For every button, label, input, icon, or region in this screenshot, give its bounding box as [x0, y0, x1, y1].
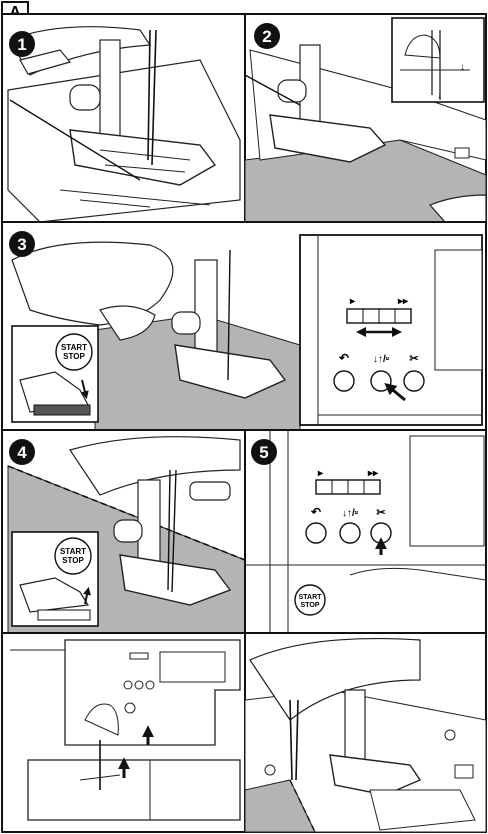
panel-step-1: 1 [2, 14, 245, 222]
svg-text:STOP: STOP [62, 556, 84, 565]
svg-text:▸▸: ▸▸ [367, 468, 379, 479]
needle-up-down-button [371, 371, 391, 391]
panel-step-4: START STOP 4 [2, 430, 245, 633]
svg-text:↓↑/⸚: ↓↑/⸚ [342, 508, 359, 519]
svg-text:START: START [299, 594, 323, 601]
svg-text:✂: ✂ [409, 353, 418, 365]
svg-text:▸: ▸ [349, 296, 356, 307]
svg-text:2: 2 [262, 27, 271, 46]
needle-up-down-button-2 [340, 523, 360, 543]
thread-cutter-button [404, 371, 424, 391]
svg-text:START: START [61, 343, 87, 352]
svg-text:↶: ↶ [310, 505, 321, 519]
svg-text:▸▸: ▸▸ [397, 296, 409, 307]
svg-text:5: 5 [259, 443, 268, 462]
reverse-button-2 [306, 523, 326, 543]
panel-fabric-removal [245, 633, 486, 832]
svg-text:3: 3 [17, 235, 26, 254]
panel-step-3: START STOP ▸ ▸▸ ↶ ↓↑/⸚ ✂ 3 [2, 222, 486, 430]
panel-step-2: ↓ ↓ 2 [245, 14, 486, 222]
svg-text:✂: ✂ [376, 507, 385, 519]
svg-text:STOP: STOP [301, 602, 320, 609]
svg-text:↓: ↓ [437, 90, 442, 101]
screw-knob [70, 85, 100, 110]
panel-step-5: ▸ ▸▸ ↶ ↓↑/⸚ ✂ START STOP 5 [245, 430, 486, 633]
svg-text:STOP: STOP [63, 352, 85, 361]
speed-slider-2 [316, 480, 380, 494]
speed-slider [347, 309, 411, 323]
svg-text:↓: ↓ [460, 62, 465, 73]
thread-cutter-button-2 [371, 523, 391, 543]
svg-text:↶: ↶ [338, 351, 349, 365]
panel-machine-overview [2, 633, 245, 832]
svg-text:↓↑/⸚: ↓↑/⸚ [373, 354, 390, 365]
reverse-button [334, 371, 354, 391]
svg-text:START: START [60, 547, 86, 556]
presser-bar [100, 40, 120, 140]
svg-text:4: 4 [17, 443, 27, 462]
svg-text:▸: ▸ [317, 468, 324, 479]
svg-text:1: 1 [17, 35, 26, 54]
